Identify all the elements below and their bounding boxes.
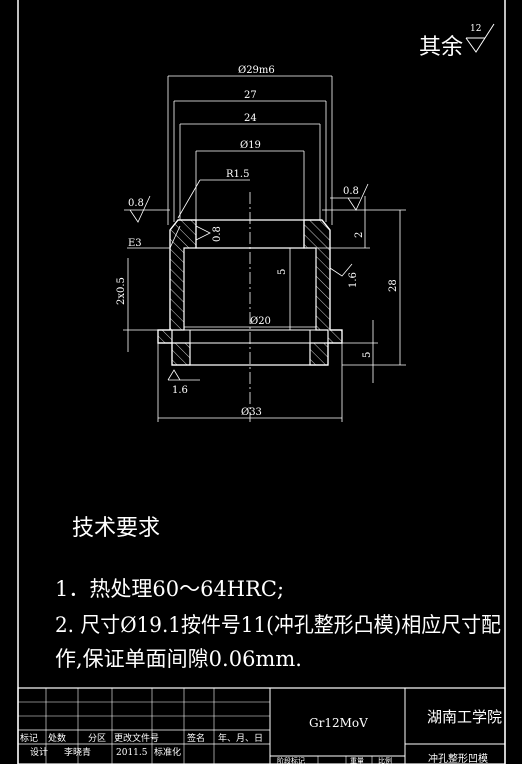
dim-d24: 24 (244, 113, 257, 124)
tb-row3-0: 阶段标记 (277, 756, 305, 764)
dim-e3: E3 (128, 238, 142, 249)
title-block: Gr12MoV 湖南工学院 冲孔整形凹模 标记 处数 分区 更改文件号 签名 年… (17, 687, 506, 764)
tb-row3-1: 重量 (350, 757, 364, 764)
radius-callout: R1.5 (177, 169, 250, 219)
dim-h2: 2 (354, 232, 365, 238)
dim-chamfer: 2x0.5 (116, 277, 127, 305)
title-part-name: 冲孔整形凹模 (428, 752, 488, 764)
tech-item-2b: 作,保证单面间隙0.06mm. (55, 647, 302, 671)
rough-16-right: 1.6 (348, 272, 359, 288)
tb-row3-2: 比例 (378, 756, 392, 764)
tb-row1-1: 处数 (48, 732, 66, 744)
dim-h5b: 5 (362, 352, 373, 358)
tb-row1-2: 分区 (88, 733, 106, 744)
dim-d27: 27 (244, 90, 257, 101)
rough-08-left: 0.8 (128, 198, 144, 209)
diameter-dimensions: Ø29m6 27 24 Ø19 Ø20 Ø33 (157, 65, 343, 422)
roughness-symbols: 0.8 0.8 0.8 1.6 1.6 (124, 183, 369, 396)
dim-h28: 28 (388, 279, 399, 292)
e3-callout: E3 (127, 225, 181, 249)
tech-item-1: 1．热处理60～64HRC; (55, 577, 284, 601)
rough-08-right: 0.8 (343, 186, 359, 197)
height-dimensions: 28 5 2 5 (277, 196, 406, 383)
tb-row1-3: 更改文件号 (114, 732, 159, 744)
roughness-note-value: 12 (470, 24, 481, 34)
tb-row2-3: 标准化 (154, 746, 181, 758)
dim-r15: R1.5 (226, 169, 249, 180)
tb-row1-0: 标记 (20, 732, 38, 744)
technical-requirements: 技术要求 1．热处理60～64HRC; 2. 尺寸Ø19.1按件号11(冲孔整形… (55, 516, 501, 671)
tech-item-2a: 2. 尺寸Ø19.1按件号11(冲孔整形凸模)相应尺寸配 (55, 613, 501, 637)
title-school: 湖南工学院 (427, 708, 502, 726)
tech-title: 技术要求 (72, 516, 160, 541)
die-section (157, 219, 343, 366)
dim-h5a: 5 (277, 269, 288, 275)
dim-d19: Ø19 (240, 140, 261, 151)
title-material: Gr12MoV (309, 716, 368, 730)
roughness-note-label: 其余 (419, 35, 463, 60)
tb-row2-2: 2011.5 (116, 748, 148, 758)
rough-08-inner: 0.8 (212, 226, 223, 242)
tb-row1-4: 签名 (187, 732, 205, 744)
chamfer-dimension: 2x0.5 (116, 258, 158, 352)
tb-row2-0: 设计 (30, 746, 48, 758)
roughness-note: 其余 12 (419, 23, 495, 60)
rough-16-bottom: 1.6 (172, 385, 188, 396)
tb-row1-5: 年、月、日 (218, 732, 263, 744)
tb-row2-1: 李晓青 (64, 746, 91, 758)
dim-d20: Ø20 (250, 316, 271, 327)
dim-d29: Ø29m6 (238, 65, 275, 76)
dim-d33: Ø33 (241, 407, 262, 418)
